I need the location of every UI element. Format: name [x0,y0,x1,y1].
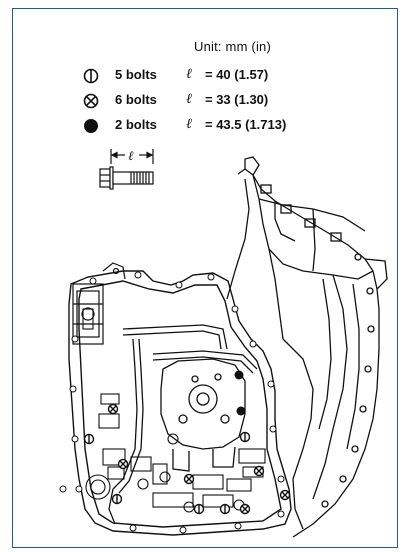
bolt-type-b-location-2 [117,458,129,470]
bolt-type-a-icon [83,68,99,84]
transmission-valve-body-drawing: ℓ [59,149,388,538]
bolt-type-c-location-1 [234,370,244,380]
legend-row-5-bolts: 5 bolts ℓ = 40 (1.57) [83,66,383,86]
bolt-type-a-location-5 [239,431,251,443]
bolt-type-b-location-4 [239,503,251,515]
bolt-type-b-location-1 [107,403,119,415]
bolt-type-b-icon [83,93,99,109]
perimeter-fasteners [59,271,285,534]
oil-pipes [108,324,258,525]
figure-frame: Unit: mm (in) 5 bolts ℓ = 40 (1.57) 6 bo… [12,8,398,548]
length-symbol: ℓ [186,66,192,82]
bolt-locations-type-b [107,403,291,515]
transmission-case [226,156,388,538]
control-valve-components [82,308,266,513]
bolt-type-a-location-2 [111,493,123,505]
bolt-type-a-location-4 [219,503,231,515]
length-symbol: ℓ [186,91,192,107]
bolt-type-c-location-2 [236,406,246,416]
bolt-count: 2 bolts [115,117,157,132]
legend-row-2-bolts: 2 bolts ℓ = 43.5 (1.713) [83,116,383,136]
legend-row-6-bolts: 6 bolts ℓ = 33 (1.30) [83,91,383,111]
circle-mark-icon [310,547,322,548]
bolt-type-a-location-1 [83,433,95,445]
detail-length-symbol: ℓ [128,149,134,164]
bolt-type-c-icon [84,119,98,133]
bolt-length-detail [99,149,154,190]
bolt-length-value: = 40 (1.57) [205,67,269,82]
left-accessory-housing [72,262,126,345]
bolt-count: 6 bolts [115,92,157,107]
unit-label: Unit: mm (in) [194,39,271,54]
bolt-locations-type-a [83,431,251,515]
bolt-count: 5 bolts [115,67,157,82]
bolt-length-value: = 33 (1.30) [205,92,269,107]
center-separator-plate [160,358,246,472]
bolt-type-a-location-3 [193,503,205,515]
bolt-type-b-location-6 [279,489,291,501]
bolt-type-b-location-5 [253,465,265,477]
valve-body-gasket-outline [68,270,292,536]
bolt-locations-type-c [234,370,246,416]
bolt-length-value: = 43.5 (1.713) [205,117,287,132]
length-symbol: ℓ [186,116,192,132]
bolt-type-b-location-3 [183,473,195,485]
